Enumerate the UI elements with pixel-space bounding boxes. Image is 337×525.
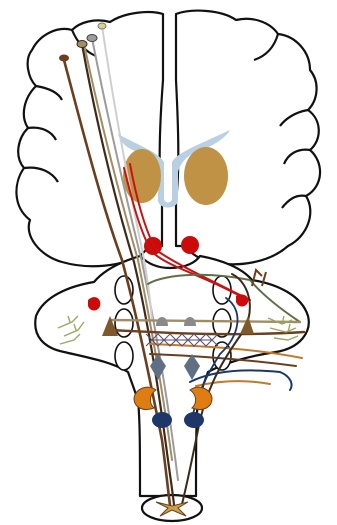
pontine-fiber-6 xyxy=(196,381,270,386)
left-navy-oval xyxy=(152,412,172,428)
brown-tip-marker xyxy=(59,55,69,62)
tan-tip-marker xyxy=(77,41,87,48)
gray-tip-marker xyxy=(87,35,97,42)
yellow-tip-marker xyxy=(98,23,106,29)
left-red-blob xyxy=(88,297,100,310)
left-thalamus xyxy=(123,149,161,203)
right-navy-oval xyxy=(184,412,204,428)
right-thalamus xyxy=(184,147,228,205)
left-oval-2 xyxy=(115,309,133,337)
right-red-nucleus xyxy=(181,236,199,254)
right-hemisphere-outline xyxy=(176,11,320,265)
cerebrum xyxy=(16,11,320,267)
left-oval-3 xyxy=(115,342,133,370)
